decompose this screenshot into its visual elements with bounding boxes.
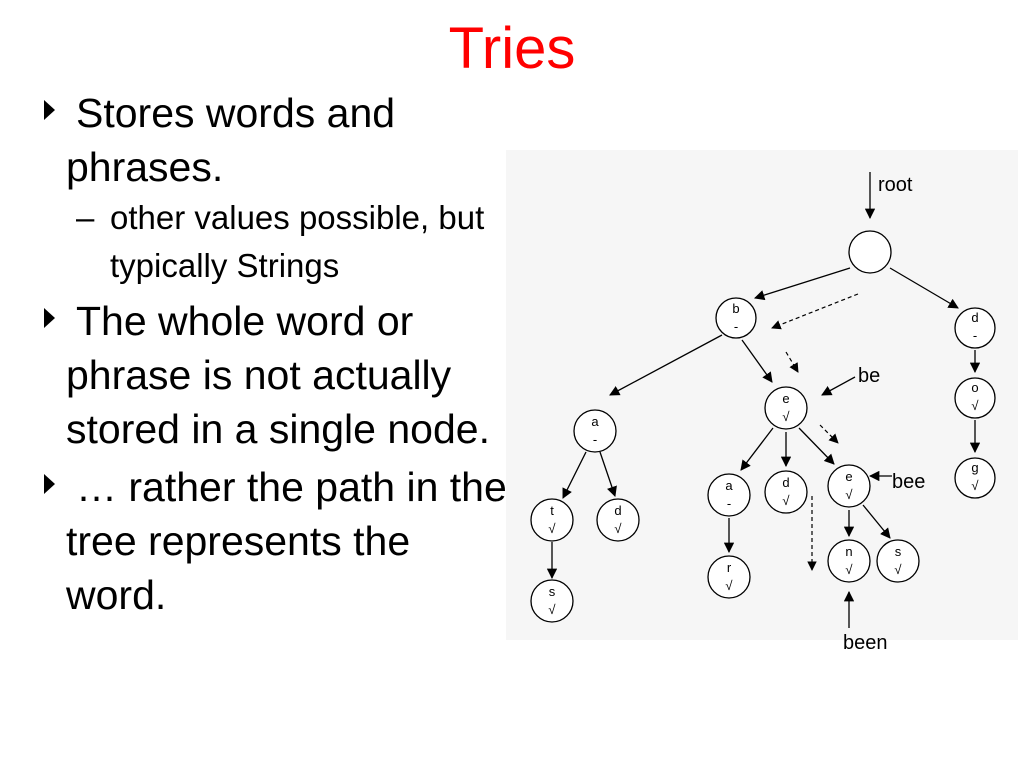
node-mark: - <box>734 319 738 334</box>
node-letter: t <box>550 503 554 518</box>
dashed-arrow <box>819 424 839 444</box>
be-label: be <box>858 365 880 387</box>
bullet-item: … rather the path in the tree represents… <box>40 460 510 622</box>
trie-node-s: s √ <box>876 539 920 583</box>
node-letter: e <box>782 391 789 406</box>
node-letter: d <box>614 503 621 518</box>
node-mark: - <box>593 432 597 447</box>
triangle-bullet-icon <box>44 308 55 328</box>
sub-bullet-item: – other values possible, but typically S… <box>40 194 510 290</box>
node-letter: a <box>725 478 733 493</box>
edge-a-d <box>599 451 617 497</box>
node-mark: √ <box>894 562 902 577</box>
node-letter: r <box>727 560 732 575</box>
trie-node-e: e √ <box>827 464 871 508</box>
trie-edges <box>546 267 981 580</box>
edge-a-t <box>562 451 587 499</box>
dash-bullet-icon: – <box>76 199 95 236</box>
trie-node-d: d √ <box>596 498 640 542</box>
label-pointers <box>821 172 892 628</box>
bullet-text: The whole word or phrase is not actually… <box>66 298 490 452</box>
node-mark: √ <box>548 521 556 536</box>
node-mark: - <box>727 496 731 511</box>
node-letter: s <box>549 584 556 599</box>
bullet-text: Stores words and phrases. <box>66 90 396 190</box>
trie-node-s: s √ <box>530 579 574 623</box>
node-mark: √ <box>614 521 622 536</box>
node-mark: √ <box>845 562 853 577</box>
edge-b-e <box>741 339 773 383</box>
trie-nodes: b - d - o √ g √ <box>530 230 996 623</box>
node-letter: o <box>971 380 978 395</box>
trie-node-d: d √ <box>764 470 808 514</box>
node-letter: d <box>971 310 978 325</box>
trie-node-d: d - <box>954 307 996 349</box>
dashed-arrow <box>771 293 859 330</box>
triangle-bullet-icon <box>44 474 55 494</box>
been-label: been <box>843 632 888 654</box>
trie-node-n: n √ <box>827 539 871 583</box>
be-pointer-arrow <box>821 376 856 396</box>
bullet-item: The whole word or phrase is not actually… <box>40 294 510 456</box>
trie-node-a: a - <box>707 473 751 517</box>
trie-node-o: o √ <box>954 377 996 419</box>
node-mark: √ <box>548 602 556 617</box>
node-letter: g <box>971 460 978 475</box>
node-letter: n <box>845 544 852 559</box>
trie-node-r: r √ <box>707 555 751 599</box>
slide-title: Tries <box>448 16 576 81</box>
node-letter: d <box>782 475 789 490</box>
node-letter: e <box>845 469 852 484</box>
bullet-item: Stores words and phrases. <box>40 86 510 194</box>
node-mark: √ <box>845 487 853 502</box>
trie-node-a: a - <box>573 409 617 453</box>
trie-node-e: e √ <box>764 386 808 430</box>
trie-node-root <box>848 230 892 274</box>
node-mark: √ <box>971 398 979 413</box>
bee-label: bee <box>892 471 925 493</box>
trie-node-b: b - <box>715 297 757 339</box>
bullet-text: … rather the path in the tree represents… <box>66 464 507 618</box>
edge-e-e <box>798 427 835 465</box>
dashed-arrow <box>785 351 799 373</box>
trie-node-t: t √ <box>530 498 574 542</box>
edge-root-d <box>889 267 959 309</box>
trie-diagram: b - d - o √ g √ <box>506 150 1018 654</box>
triangle-bullet-icon <box>44 100 55 120</box>
node-letter: s <box>895 544 902 559</box>
edge-e-a <box>740 427 774 471</box>
node-mark: √ <box>971 478 979 493</box>
bullet-list: Stores words and phrases. – other values… <box>40 86 510 622</box>
callout-labels: root be bee been <box>843 174 925 654</box>
edge-b-a <box>609 334 723 396</box>
node-mark: - <box>973 328 977 343</box>
node-mark: √ <box>782 409 790 424</box>
trie-node-g: g √ <box>954 457 996 499</box>
node-letter: b <box>732 301 739 316</box>
node-letter: a <box>591 414 599 429</box>
edge-e-s <box>862 504 891 539</box>
root-label: root <box>878 174 913 196</box>
node-mark: √ <box>782 493 790 508</box>
sub-bullet-text: other values possible, but typically Str… <box>110 199 485 284</box>
edge-root-b <box>754 267 851 301</box>
dashed-arrows <box>771 293 859 571</box>
node-mark: √ <box>725 578 733 593</box>
